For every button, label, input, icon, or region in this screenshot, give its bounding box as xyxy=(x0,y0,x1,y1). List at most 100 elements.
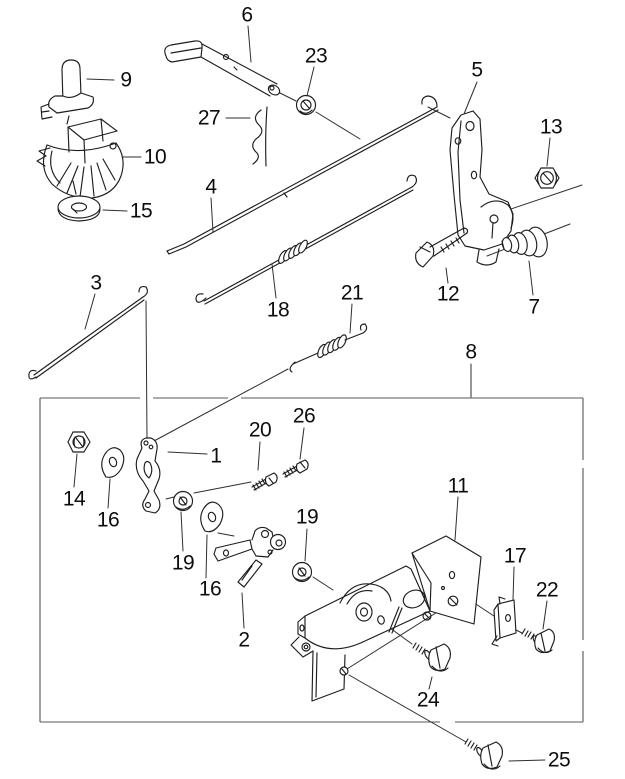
callout-11: 11 xyxy=(448,475,469,498)
callout-8: 8 xyxy=(465,341,476,364)
callout-leader-26 xyxy=(299,427,305,460)
bolt-22-shape xyxy=(537,647,553,654)
screw-26-shape xyxy=(299,461,306,469)
part-nut-13 xyxy=(534,167,560,189)
callout-leader-18 xyxy=(271,263,277,299)
throttle-lever-2-shape xyxy=(251,526,275,542)
part-throttle-lever-2 xyxy=(213,526,287,588)
bracket-assembly-11-shape xyxy=(423,612,431,620)
callout-leader-16 xyxy=(205,534,208,579)
throttle-lever-2-shape xyxy=(222,549,230,557)
air-vane-10-shape xyxy=(46,142,117,152)
bracket-lever-5-shape xyxy=(476,248,500,266)
callout-16: 16 xyxy=(97,509,119,532)
context-line xyxy=(193,481,252,494)
spring-21-shape xyxy=(359,323,368,334)
callout-6: 6 xyxy=(241,4,252,27)
grommet-23-shape xyxy=(299,109,313,114)
part-nut-14 xyxy=(67,431,91,453)
bracket-assembly-11-shape xyxy=(448,570,456,580)
nut-13-shape xyxy=(540,171,554,185)
callout-2: 2 xyxy=(238,629,249,652)
wave-spring-27-shape xyxy=(252,109,263,165)
choke-knob-9-shape xyxy=(40,103,53,120)
callout-leader-11 xyxy=(454,496,459,541)
spring-21-shape xyxy=(292,352,319,365)
bracket-assembly-11-shape xyxy=(339,583,392,604)
bracket-assembly-11-shape xyxy=(303,644,309,650)
callout-17: 17 xyxy=(504,545,526,568)
clip-17-shape xyxy=(491,635,499,647)
callout-9: 9 xyxy=(120,69,131,92)
part-bolt-25 xyxy=(464,738,503,770)
bracket-lever-5-shape xyxy=(480,200,514,229)
washer-15-shape xyxy=(72,208,78,214)
rod-3-shape xyxy=(28,369,37,380)
screw-26-shape xyxy=(295,459,309,474)
callout-7: 7 xyxy=(528,296,539,319)
bracket-assembly-11-shape xyxy=(297,615,306,639)
part-bolt-24 xyxy=(412,642,451,672)
nut-14-shape xyxy=(72,435,86,449)
bracket-lever-5-shape xyxy=(457,120,465,234)
context-line xyxy=(504,184,583,212)
screw-20-shape xyxy=(252,478,266,491)
callout-25: 25 xyxy=(548,749,570,772)
control-lever-6-shape xyxy=(267,84,281,96)
callout-15: 15 xyxy=(130,200,152,223)
washer-19b-shape xyxy=(298,567,306,577)
callout-5: 5 xyxy=(471,59,482,82)
washer-16b-shape xyxy=(207,511,217,523)
context-line xyxy=(153,368,289,442)
control-lever-6-shape xyxy=(222,53,230,61)
bolt-25-shape xyxy=(487,744,493,767)
bracket-lever-5-shape xyxy=(489,214,499,224)
cone-spring-7-shape xyxy=(501,240,505,250)
rod-4-shape xyxy=(166,106,438,252)
bracket-lever-5-shape xyxy=(470,170,478,180)
washer-19a-shape xyxy=(178,496,188,506)
part-washer-16a xyxy=(101,447,125,478)
callout-13: 13 xyxy=(540,116,562,139)
bolt-25-shape xyxy=(483,763,501,770)
rod-4-shape xyxy=(283,192,288,198)
nut-14-shape xyxy=(75,437,84,448)
rod-18-shape xyxy=(203,186,413,302)
callout-leader-6 xyxy=(247,25,252,63)
part-washer-15 xyxy=(57,195,101,222)
control-lever-6-shape xyxy=(170,47,202,54)
callout-leader-16 xyxy=(107,478,111,509)
rod-4-shape xyxy=(168,109,439,255)
air-vane-10-shape xyxy=(72,180,77,195)
callout-16: 16 xyxy=(199,578,221,601)
bracket-lever-5-shape xyxy=(491,222,494,239)
part-screw-20 xyxy=(251,472,278,491)
callout-leader-15 xyxy=(102,209,128,212)
bracket-assembly-11-shape xyxy=(402,589,426,609)
callout-leader-20 xyxy=(257,441,261,471)
washer-19a-shape xyxy=(175,505,191,510)
callout-26: 26 xyxy=(293,405,315,428)
bracket-assembly-11-shape xyxy=(301,642,311,652)
bracket-assembly-11-shape xyxy=(299,624,305,632)
callout-leader-5 xyxy=(463,81,478,115)
bracket-assembly-11-shape xyxy=(359,607,369,617)
rod-18-shape xyxy=(406,174,418,188)
callout-leader-23 xyxy=(306,66,315,97)
callout-leader-1 xyxy=(167,451,208,455)
callout-leader-4 xyxy=(210,197,214,233)
callout-27: 27 xyxy=(198,107,220,130)
bracket-assembly-11-shape xyxy=(411,552,432,612)
throttle-lever-2-shape xyxy=(275,539,283,547)
callout-3: 3 xyxy=(90,272,101,295)
callout-leader-21 xyxy=(349,303,353,334)
nut-13-shape xyxy=(536,171,558,185)
callout-14: 14 xyxy=(63,488,86,511)
bolt-22-shape xyxy=(540,632,546,652)
part-rod-4 xyxy=(166,95,439,255)
bolt-12-shape xyxy=(463,227,469,234)
governor-lever-1-shape xyxy=(144,501,152,509)
part-rod-18 xyxy=(195,174,418,305)
part-bolt-22 xyxy=(521,628,556,654)
